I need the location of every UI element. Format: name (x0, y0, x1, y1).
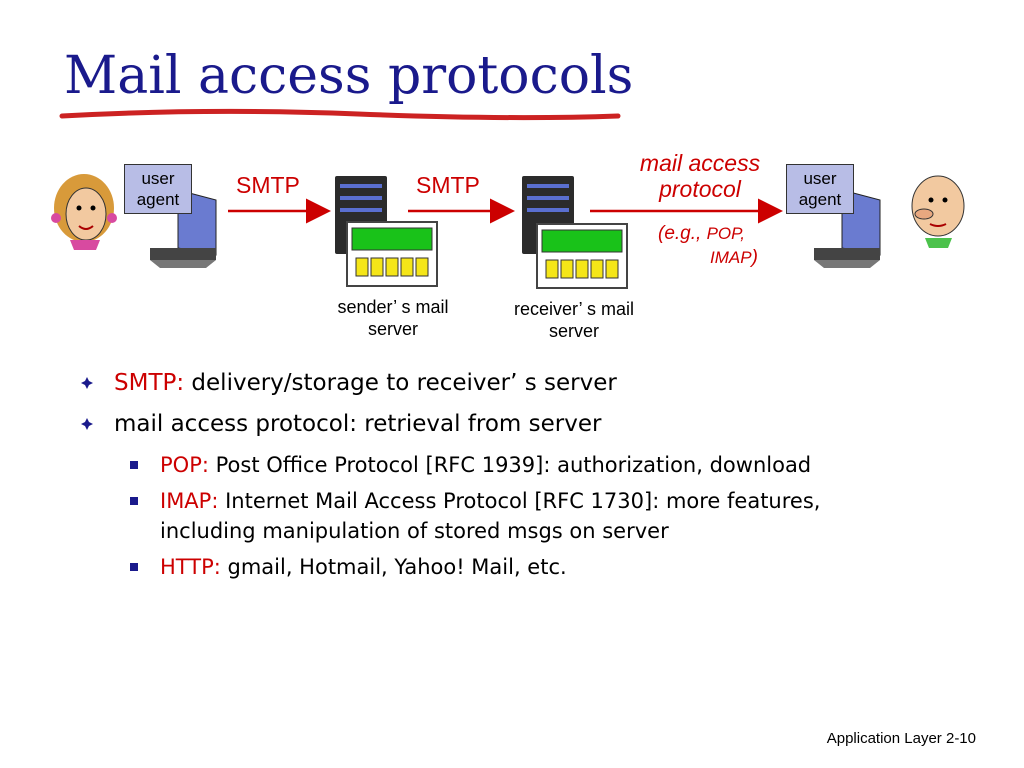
smtp-label-1: SMTP (236, 172, 300, 198)
user-agent-left: user agent (124, 164, 192, 214)
subbullet-imap-text: Internet Mail Access Protocol [RFC 1730]… (160, 489, 821, 543)
sender-server-caption: sender’ s mail server (337, 297, 449, 339)
bullet-smtp-label: SMTP: (114, 370, 185, 396)
subbullet-imap-label: IMAP: (160, 489, 219, 513)
user-agent-right-label: user agent (798, 169, 842, 209)
bullet-list: SMTP: delivery/storage to receiver’ s se… (80, 368, 980, 588)
diamond-bullet-icon (81, 418, 93, 430)
square-bullet-icon (130, 563, 138, 571)
eg-close: ) (751, 247, 758, 268)
subbullet-pop: POP: Post Office Protocol [RFC 1939]: au… (128, 450, 920, 480)
bullet-mail-access: mail access protocol: retrieval from ser… (80, 409, 980, 439)
diagram-graphics (51, 174, 965, 289)
bullet-mail-access-text: mail access protocol: retrieval from ser… (114, 411, 602, 437)
eg-imap: IMAP (710, 248, 752, 267)
subbullet-pop-text: Post Office Protocol [RFC 1939]: authori… (208, 453, 812, 477)
slide-footer: Application Layer 2-10 (826, 730, 976, 747)
receiver-server-icon (522, 176, 628, 289)
person-left-icon (51, 174, 117, 250)
bullet-smtp: SMTP: delivery/storage to receiver’ s se… (80, 368, 980, 398)
subbullet-imap: IMAP: Internet Mail Access Protocol [RFC… (128, 486, 920, 546)
smtp-label-2: SMTP (416, 172, 480, 198)
mail-access-protocol-label: mail access protocol (639, 150, 761, 202)
slide-title: Mail access protocols (64, 46, 634, 106)
receiver-server-caption: receiver’ s mail server (513, 299, 635, 341)
mail-flow-diagram: user agent user agent SMTP SMTP mail acc… (0, 140, 1024, 360)
square-bullet-icon (130, 497, 138, 505)
bullet-smtp-text: delivery/storage to receiver’ s server (184, 370, 617, 396)
subbullet-http-label: HTTP: (160, 555, 221, 579)
eg-line-1: (e.g., POP, (658, 222, 745, 246)
eg-prefix: (e.g., (658, 223, 707, 244)
eg-pop: POP, (706, 224, 746, 243)
subbullet-http-text: gmail, Hotmail, Yahoo! Mail, etc. (220, 555, 567, 579)
user-agent-left-label: user agent (136, 169, 180, 209)
square-bullet-icon (130, 461, 138, 469)
person-right-icon (911, 175, 965, 248)
title-underline (59, 108, 621, 121)
subbullet-http: HTTP: gmail, Hotmail, Yahoo! Mail, etc. (128, 552, 920, 582)
sender-server-icon (335, 176, 438, 287)
user-agent-right: user agent (786, 164, 854, 214)
subbullet-pop-label: POP: (160, 453, 209, 477)
eg-line-2: IMAP) (710, 246, 758, 270)
diamond-bullet-icon (81, 377, 93, 389)
